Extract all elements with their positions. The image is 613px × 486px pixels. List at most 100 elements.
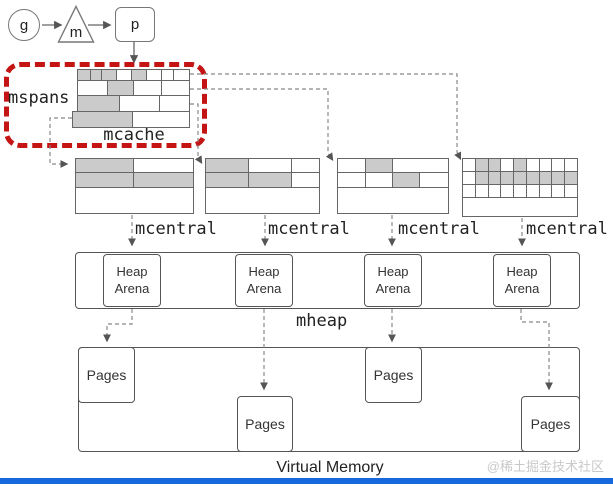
processor-node: p	[115, 7, 155, 42]
free-span-cell	[392, 158, 449, 173]
mcentral-grid-3-row-1	[337, 158, 449, 173]
mcentral-label-4: mcentral	[526, 219, 608, 239]
used-span-cell	[133, 172, 194, 188]
processor-label: p	[130, 16, 140, 33]
watermark-text: @稀土掘金技术社区	[486, 459, 604, 474]
bottom-blue-bar	[0, 478, 613, 484]
heap-arena-box-3: Heap Arena	[364, 254, 422, 307]
pages-box-3: Pages	[365, 347, 422, 403]
used-span-cell	[247, 172, 292, 188]
free-span-cell	[290, 172, 320, 188]
free-span-cell	[337, 172, 366, 188]
free-span-cell	[75, 187, 194, 214]
free-span-cell	[525, 184, 540, 198]
free-span-cell	[419, 172, 449, 188]
mcache-grid-row-1	[77, 69, 191, 81]
virtual-memory-box	[78, 347, 580, 452]
free-span-cell	[159, 95, 190, 112]
free-span-cell	[205, 187, 320, 214]
machine-thread-label: m	[69, 24, 83, 41]
mcentral-label-3: mcentral	[398, 219, 480, 239]
used-span-cell	[513, 158, 527, 172]
connector-mcache-to-mcentral-3	[190, 88, 334, 161]
free-span-cell	[247, 158, 292, 173]
free-span-cell	[564, 184, 579, 198]
mcentral-grid-4-row-1	[462, 158, 579, 172]
free-span-cell	[500, 184, 515, 198]
pages-box-2: Pages	[237, 396, 293, 452]
used-span-cell	[391, 172, 421, 188]
heap-arena-box-2: Heap Arena	[235, 254, 293, 307]
free-span-cell	[364, 172, 393, 188]
used-span-cell	[487, 171, 502, 185]
heap-arena-label-3: Heap Arena	[375, 264, 411, 296]
heap-arena-box-4: Heap Arena	[493, 254, 551, 307]
mcentral-grid-2-row-3	[205, 187, 320, 214]
free-span-cell	[525, 158, 540, 172]
mcentral-grid-3-row-2	[337, 172, 449, 188]
used-span-cell	[474, 171, 489, 185]
mcentral-grid-4-row-2	[462, 171, 579, 185]
mcentral-grid-1-row-2	[75, 172, 194, 188]
mcache-label: mcache	[103, 125, 165, 145]
free-span-cell	[462, 171, 476, 185]
used-span-cell	[72, 111, 134, 128]
mspans-label: mspans	[8, 88, 70, 108]
free-span-cell	[551, 158, 566, 172]
heap-arena-box-1: Heap Arena	[103, 254, 161, 307]
free-span-cell	[132, 111, 190, 128]
mcache-grid-row-3	[77, 95, 190, 112]
free-span-cell	[500, 158, 515, 172]
mcache-grid-row-4	[72, 111, 190, 128]
used-span-cell	[500, 171, 515, 185]
used-span-cell	[525, 171, 540, 185]
connector-mcache-to-mcentral-4	[190, 73, 462, 161]
free-span-cell	[538, 158, 553, 172]
free-span-cell	[487, 184, 502, 198]
free-span-cell	[118, 95, 161, 112]
free-span-cell	[513, 184, 527, 198]
used-span-cell	[365, 158, 394, 173]
mcentral-grid-4-row-3	[462, 184, 579, 198]
free-span-cell	[564, 158, 579, 172]
mcache-grid-row-2	[77, 80, 191, 96]
free-span-cell	[290, 158, 320, 173]
mheap-label: mheap	[296, 311, 348, 331]
free-span-cell	[462, 184, 476, 198]
free-span-cell	[462, 197, 578, 217]
free-span-cell	[337, 158, 366, 173]
connector-arena-1-to-pages-1	[103, 309, 133, 343]
used-span-cell	[474, 158, 489, 172]
mcentral-grid-2-row-1	[205, 158, 320, 173]
free-span-cell	[77, 80, 108, 96]
used-span-cell	[106, 80, 135, 96]
used-span-cell	[538, 171, 553, 185]
used-span-cell	[487, 158, 502, 172]
used-span-cell	[564, 171, 579, 185]
free-span-cell	[161, 80, 191, 96]
pages-box-4: Pages	[521, 396, 580, 452]
pages-label-4: Pages	[530, 416, 571, 432]
free-span-cell	[462, 158, 476, 172]
mcentral-grid-1-row-3	[75, 187, 194, 214]
used-span-cell	[75, 158, 135, 173]
free-span-cell	[551, 184, 566, 198]
mcentral-grid-2-row-2	[205, 172, 320, 188]
heap-arena-label-4: Heap Arena	[504, 264, 540, 296]
free-span-cell	[474, 184, 489, 198]
used-span-cell	[205, 158, 249, 173]
heap-arena-label-1: Heap Arena	[114, 264, 150, 296]
virtual-memory-label: Virtual Memory	[276, 459, 384, 476]
heap-arena-label-2: Heap Arena	[246, 264, 282, 296]
goroutine-node: g	[8, 9, 40, 41]
free-span-cell	[337, 187, 449, 214]
mcentral-label-1: mcentral	[135, 219, 217, 239]
pages-label-1: Pages	[86, 367, 127, 383]
free-span-cell	[538, 184, 553, 198]
free-span-cell	[133, 80, 163, 96]
mcentral-grid-3-row-3	[337, 187, 449, 214]
pages-box-1: Pages	[78, 347, 135, 403]
mcentral-grid-1-row-1	[75, 158, 194, 173]
mcentral-label-2: mcentral	[268, 219, 350, 239]
